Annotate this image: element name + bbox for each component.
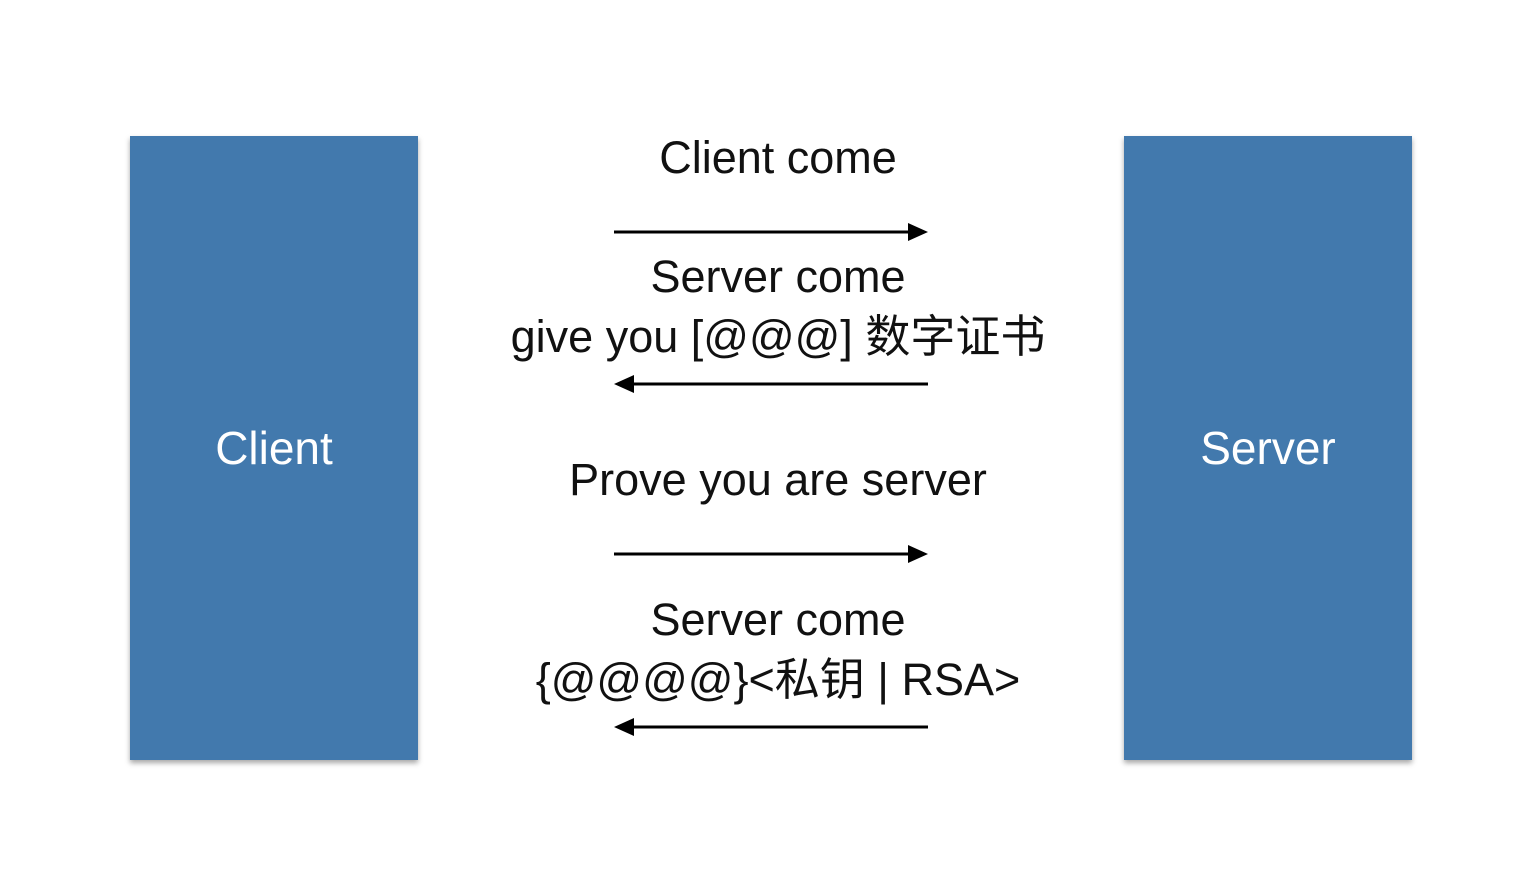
message-2-line-2: give you [@@@] 数字证书 (510, 311, 1046, 362)
message-3-arrow-right (614, 544, 928, 564)
message-1-text: Client come (440, 128, 1116, 188)
client-box: Client (130, 136, 418, 760)
server-label: Server (1200, 422, 1336, 474)
message-1-line-1: Client come (659, 132, 897, 183)
server-box: Server (1124, 136, 1412, 760)
message-4-text: Server come {@@@@}<私钥 | RSA> (440, 590, 1116, 710)
message-4-line-1: Server come (650, 594, 906, 645)
message-2-arrow-left (614, 374, 928, 394)
message-2-text: Server come give you [@@@] 数字证书 (440, 247, 1116, 367)
message-4-line-2: {@@@@}<私钥 | RSA> (535, 654, 1021, 705)
message-1-arrow-right (614, 222, 928, 242)
message-3-line-1: Prove you are server (569, 454, 987, 505)
message-2-line-1: Server come (650, 251, 906, 302)
message-3-text: Prove you are server (440, 450, 1116, 510)
message-4-arrow-left (614, 717, 928, 737)
client-label: Client (215, 422, 333, 474)
